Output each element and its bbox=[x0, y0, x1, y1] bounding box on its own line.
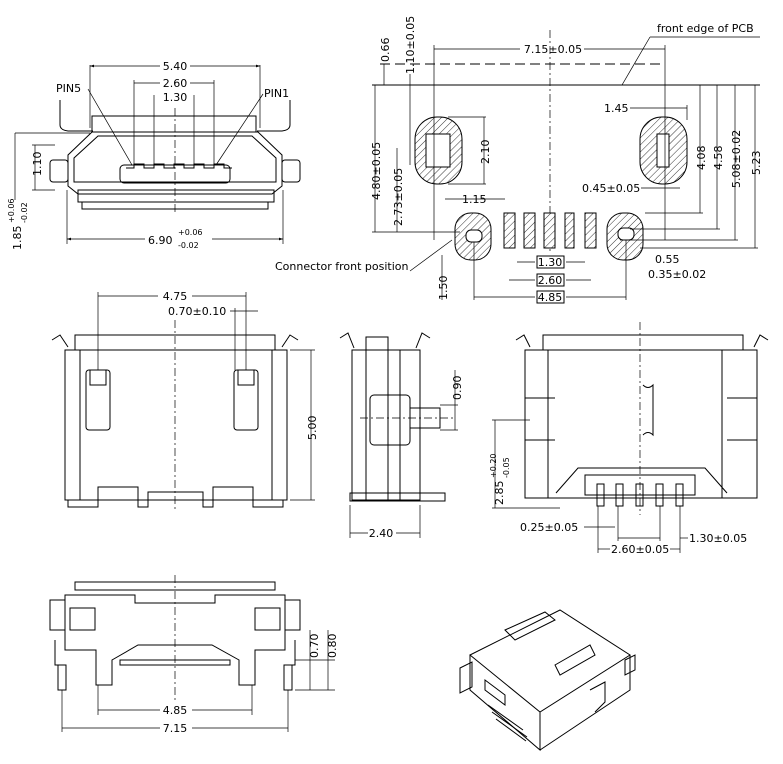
dim-rear-2-85-tol-plus: +0.20 bbox=[489, 453, 498, 478]
dim-pcb-4-08: 4.08 bbox=[695, 146, 708, 171]
dim-rear-2-85: 2.85 bbox=[493, 481, 506, 506]
dim-front-6-90-tol-plus: +0.06 bbox=[178, 228, 203, 237]
dim-bottom-7-15: 7.15 bbox=[163, 722, 188, 735]
pin5-label: PIN5 bbox=[56, 82, 81, 95]
rear-view: 2.85 +0.20 -0.05 0.25±0.05 1.30±0.05 2.6… bbox=[489, 322, 769, 556]
dim-pcb-2-10: 2.10 bbox=[479, 140, 492, 165]
front-edge-of-pcb-label: front edge of PCB bbox=[657, 22, 754, 35]
dim-bottom-4-85: 4.85 bbox=[163, 704, 188, 717]
dim-top-0-70: 0.70±0.10 bbox=[168, 305, 226, 318]
dim-pcb-2-60: 2.60 bbox=[538, 274, 563, 287]
connector-front-position-label: Connector front position bbox=[275, 260, 408, 273]
dim-pcb-0-66: 0.66 bbox=[379, 38, 392, 63]
dim-side-2-40: 2.40 bbox=[369, 527, 394, 540]
dim-pcb-0-55: 0.55 bbox=[655, 253, 680, 266]
dim-box-2-60 bbox=[536, 273, 565, 287]
dim-pcb-0-35: 0.35±0.02 bbox=[648, 268, 706, 281]
dim-pcb-1-10: 1.10±0.05 bbox=[404, 16, 417, 74]
dim-front-1-85: 1.85 bbox=[11, 226, 24, 251]
dim-pcb-1-45: 1.45 bbox=[604, 102, 629, 115]
dim-pcb-2-73: 2.73±0.05 bbox=[392, 168, 405, 226]
dim-pcb-0-45: 0.45±0.05 bbox=[582, 182, 640, 195]
dim-rear-2-60: 2.60±0.05 bbox=[611, 543, 669, 556]
dim-pcb-5-23: 5.23 bbox=[750, 151, 763, 176]
front-view: 5.40 2.60 1.30 PIN5 PIN1 1.10 1.85 +0.06… bbox=[7, 60, 301, 251]
dim-bottom-0-80: 0.80 bbox=[326, 634, 339, 659]
dim-pcb-4-58: 4.58 bbox=[712, 146, 725, 171]
dim-top-4-75: 4.75 bbox=[163, 290, 188, 303]
dim-pcb-1-15: 1.15 bbox=[462, 193, 487, 206]
dim-front-1-10: 1.10 bbox=[31, 152, 44, 177]
dim-rear-1-30: 1.30±0.05 bbox=[689, 532, 747, 545]
dim-front-2-60: 2.60 bbox=[163, 77, 188, 90]
pin1-label: PIN1 bbox=[264, 87, 289, 100]
dim-front-6-90-tol-minus: -0.02 bbox=[178, 241, 199, 250]
dim-pcb-1-50: 1.50 bbox=[437, 276, 450, 301]
top-view: 4.75 0.70±0.10 5.00 bbox=[51, 290, 319, 510]
dim-rear-2-85-tol-minus: -0.05 bbox=[502, 457, 511, 478]
dim-front-1-30: 1.30 bbox=[163, 91, 188, 104]
dim-rear-0-25: 0.25±0.05 bbox=[520, 521, 578, 534]
dim-pcb-4-80: 4.80±0.05 bbox=[370, 142, 383, 200]
dim-top-5-00: 5.00 bbox=[306, 416, 319, 441]
dim-pcb-5-08: 5.08±0.02 bbox=[730, 130, 743, 188]
dim-box-1-30 bbox=[536, 255, 565, 269]
dim-box-4-85 bbox=[536, 290, 565, 304]
dim-pcb-4-85: 4.85 bbox=[538, 291, 563, 304]
dim-pcb-1-30: 1.30 bbox=[538, 256, 563, 269]
side-view: 0.90 2.40 bbox=[339, 332, 464, 540]
dim-front-1-85-tol-plus: +0.06 bbox=[7, 198, 16, 223]
dim-side-0-90: 0.90 bbox=[451, 376, 464, 401]
dim-bottom-0-70: 0.70 bbox=[308, 634, 321, 659]
dim-front-1-85-tol-minus: -0.02 bbox=[20, 202, 29, 223]
dim-front-5-40: 5.40 bbox=[163, 60, 188, 73]
pcb-layout-view: 7.15±0.05 front edge of PCB 0.66 1.10±0.… bbox=[275, 16, 763, 304]
dim-front-6-90: 6.90 bbox=[148, 234, 173, 247]
dim-pcb-7-15: 7.15±0.05 bbox=[524, 43, 582, 56]
bottom-view: 0.70 0.80 4.85 7.15 bbox=[49, 575, 339, 735]
isometric-connector-view bbox=[459, 609, 636, 752]
